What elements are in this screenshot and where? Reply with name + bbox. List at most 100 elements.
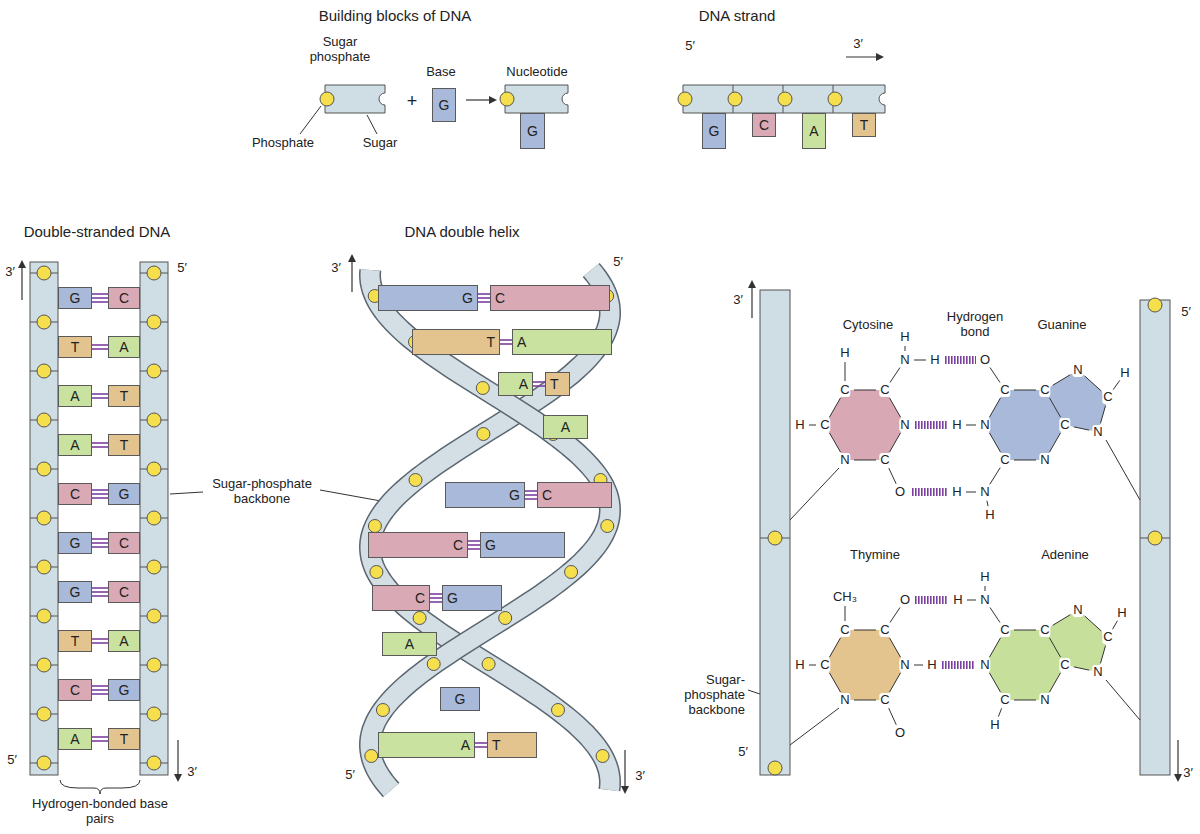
leader-line xyxy=(170,492,203,494)
covalent-bond xyxy=(854,390,876,391)
hydrogen-bond-line xyxy=(533,381,545,383)
hydrogen-bond-line xyxy=(92,497,108,499)
hydrogen-bond xyxy=(430,594,442,602)
hydrogen-bond-line xyxy=(525,494,537,496)
covalent-bond xyxy=(914,665,923,666)
phosphate-dot xyxy=(37,511,51,525)
atom-symbol: C xyxy=(999,623,1010,637)
covalent-bond xyxy=(829,638,840,657)
covalent-bond xyxy=(809,425,816,426)
direction-arrow xyxy=(1177,740,1178,780)
covalent-bond xyxy=(829,398,840,417)
leader-line xyxy=(300,106,321,134)
base-ring xyxy=(1045,370,1108,432)
covalent-bond xyxy=(889,468,896,484)
hydrogen-bond-line xyxy=(92,489,108,491)
strand-end: 3′ xyxy=(853,37,863,52)
base-letter: T xyxy=(486,334,495,350)
strand-end: 3′ xyxy=(635,769,645,784)
base-letter: G xyxy=(462,290,473,306)
base-block: T xyxy=(108,728,140,750)
hydrogen-bond-mark xyxy=(911,488,947,496)
hydrogen-bond xyxy=(92,345,108,349)
base-block: C xyxy=(372,585,430,611)
atom-symbol: N xyxy=(979,418,990,432)
base-block: G xyxy=(702,113,726,149)
hydrogen-bond xyxy=(475,743,487,747)
base-letter: T xyxy=(492,737,501,753)
atom-symbol: C xyxy=(999,453,1010,467)
backbone-rail xyxy=(768,531,782,545)
base-block: C xyxy=(108,581,140,603)
hydrogen-bond-line xyxy=(468,548,480,550)
atom-symbol: N xyxy=(1039,453,1050,467)
hydrogen-bond-line xyxy=(92,301,108,303)
strand-end: 3′ xyxy=(331,261,341,276)
phosphate-dot xyxy=(147,560,161,574)
phosphate-dot xyxy=(37,413,51,427)
base-letter: G xyxy=(447,590,458,606)
covalent-bond xyxy=(989,638,1000,657)
covalent-bond xyxy=(1113,621,1118,629)
backbone-rail xyxy=(768,761,782,775)
covalent-bond xyxy=(966,425,976,426)
direction-arrow xyxy=(624,750,625,792)
part-label: Nucleotide xyxy=(506,65,567,80)
atom-symbol: H xyxy=(929,353,940,367)
covalent-bond xyxy=(1074,427,1089,430)
base-block: G xyxy=(442,585,502,611)
part-label: Sugar-phosphate backbone xyxy=(655,673,745,718)
base-letter: C xyxy=(119,584,129,600)
hydrogen-bond-mark xyxy=(942,661,975,669)
hydrogen-bond-line xyxy=(92,587,108,589)
base-letter: T xyxy=(71,339,80,355)
direction-arrow xyxy=(21,262,22,300)
hydrogen-bond-line xyxy=(430,597,442,599)
atom-symbol: N xyxy=(899,658,910,672)
covalent-bond xyxy=(845,362,846,381)
base-letter: G xyxy=(439,97,450,113)
hydrogen-bond xyxy=(525,491,537,499)
base-block: G xyxy=(480,532,565,558)
phosphate-dot xyxy=(37,364,51,378)
hydrogen-bond-line xyxy=(430,593,442,595)
hydrogen-bond xyxy=(92,394,108,398)
backbone-rail xyxy=(760,290,790,775)
covalent-bond xyxy=(966,492,976,493)
panel-title: Double-stranded DNA xyxy=(24,223,171,240)
strand-end: 5′ xyxy=(345,768,355,783)
strand-end: 3′ xyxy=(1183,766,1193,781)
base-block: T xyxy=(487,732,537,758)
covalent-bond xyxy=(1085,376,1102,391)
strand-end: 5′ xyxy=(177,261,187,276)
hydrogen-bond xyxy=(92,686,108,694)
phosphate-dot xyxy=(147,364,161,378)
hydrogen-bond-line xyxy=(475,742,487,744)
hydrogen-bond-line xyxy=(500,343,512,345)
hydrogen-bond-line xyxy=(92,685,108,687)
covalent-bond xyxy=(1053,375,1071,386)
hydrogen-bond-line xyxy=(468,544,480,546)
covalent-bond xyxy=(967,600,976,601)
base-ring xyxy=(825,630,905,700)
hydrogen-bond xyxy=(500,340,512,344)
strand-end: 5′ xyxy=(738,745,748,760)
covalent-bond xyxy=(809,665,816,666)
phosphate-dot xyxy=(427,658,440,671)
hydrogen-bond-line xyxy=(92,538,108,540)
base-letter: A xyxy=(561,419,570,435)
sugar-phosphate-block xyxy=(728,92,742,106)
covalent-bond xyxy=(989,398,1000,417)
strand-end: 3′ xyxy=(5,265,15,280)
phosphate-dot xyxy=(147,266,161,280)
covalent-bond xyxy=(829,433,840,452)
hydrogen-bond xyxy=(92,294,108,302)
covalent-bond xyxy=(990,607,1000,622)
panel-title: DNA strand xyxy=(699,7,776,24)
glycosidic-bond xyxy=(790,708,839,745)
strand-end: 5′ xyxy=(613,255,623,270)
hydrogen-bond-line xyxy=(525,490,537,492)
base-letter: A xyxy=(70,731,79,747)
base-block: A xyxy=(58,434,92,456)
covalent-bond xyxy=(890,367,900,382)
